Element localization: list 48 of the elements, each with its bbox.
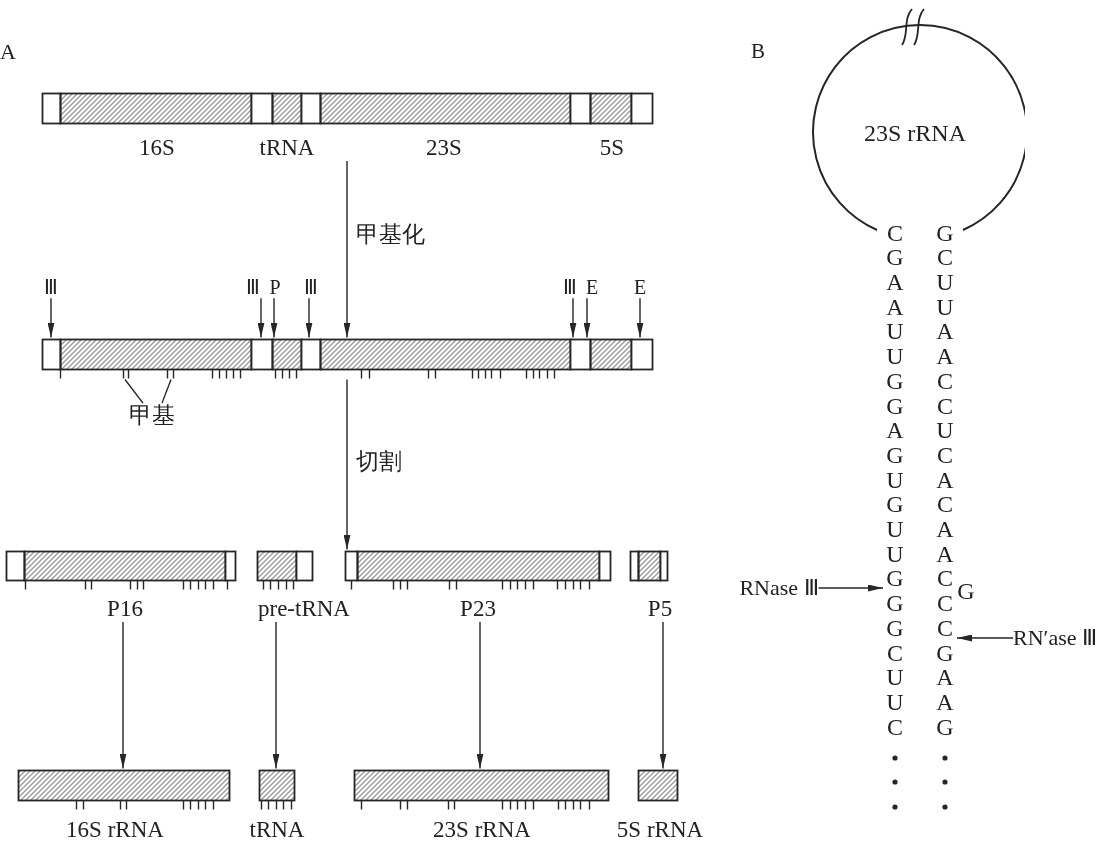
edge-label: 甲基化	[356, 222, 425, 249]
enzyme-label: RN′ase Ⅲ	[1013, 625, 1097, 651]
nucleotide-sequence: C G A A U U G G A G U G U U G G G C U U C	[883, 220, 907, 740]
cleavage-site-label: E	[633, 275, 647, 299]
arrow	[343, 378, 351, 551]
bar-label: tRNA	[249, 817, 305, 843]
bar-label: P5	[647, 596, 673, 622]
arrow	[476, 621, 484, 770]
cleavage-site-label: Ⅲ	[246, 275, 260, 299]
nucleotide-label: G	[957, 577, 975, 605]
arrow	[583, 297, 591, 339]
arrow	[272, 621, 280, 770]
enzyme-label: RNase Ⅲ	[739, 575, 819, 601]
arrow	[257, 297, 265, 339]
cleavage-site-label: P	[269, 275, 281, 299]
arrow	[817, 584, 884, 592]
arrow	[343, 160, 351, 339]
leader-line	[124, 378, 144, 404]
panel-label: B	[751, 40, 765, 64]
cleavage-site-label: Ⅲ	[304, 275, 318, 299]
arrow	[636, 297, 644, 339]
bar-label: P16	[107, 596, 143, 622]
arrow	[305, 297, 313, 339]
bar-label: pre-tRNA	[258, 596, 350, 622]
bar-label: 23S rRNA	[433, 817, 531, 843]
bar-label: 16S rRNA	[66, 817, 164, 843]
segment-label: 23S	[426, 135, 462, 161]
panel-label: A	[0, 39, 16, 65]
arrow	[659, 621, 667, 770]
bar-label: 5S rRNA	[616, 817, 704, 843]
arrow	[569, 297, 577, 339]
loop-label: 23S rRNA	[864, 119, 966, 147]
cleavage-site-label: E	[585, 275, 599, 299]
cleavage-site-label: Ⅲ	[563, 275, 577, 299]
arrow	[956, 634, 1014, 642]
nucleotide-sequence: G C U U A A C C U C A C A A C C C G A A G	[933, 220, 957, 740]
bar-label: P23	[460, 596, 496, 622]
arrow	[119, 621, 127, 770]
edge-label: 切割	[356, 448, 402, 475]
segment-label: 5S	[599, 135, 625, 161]
arrow	[47, 297, 55, 339]
cleavage-site-label: Ⅲ	[44, 275, 58, 299]
segment-label: tRNA	[259, 135, 315, 161]
segment-label: 16S	[139, 135, 175, 161]
methyl-group-label: 甲基	[129, 403, 175, 429]
arrow	[270, 297, 278, 339]
leader-line	[161, 378, 172, 404]
methylated-rna-bar	[40, 337, 654, 380]
